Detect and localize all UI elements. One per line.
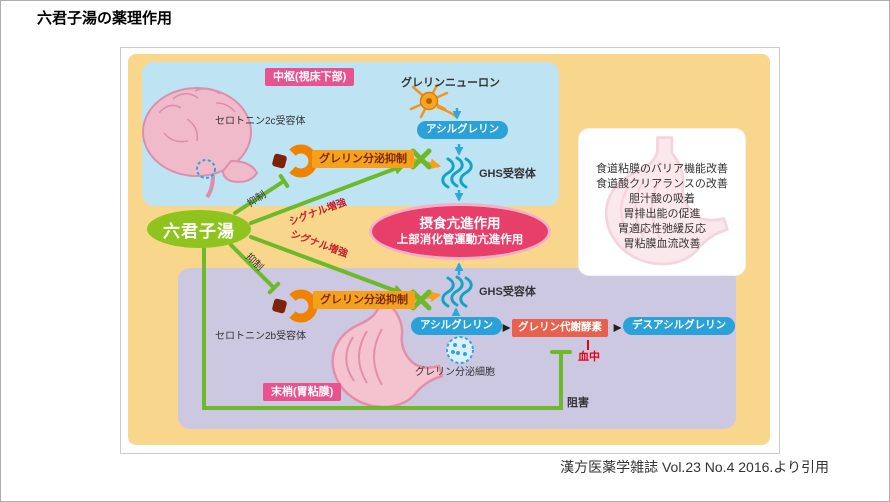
effect-line1: 摂食亢進作用: [419, 216, 501, 232]
stomach-faint-icon: [604, 136, 729, 266]
effects-item: 胃粘膜血流改善: [623, 238, 701, 250]
effects-item: 胃排出能の促進: [623, 208, 701, 220]
block-label: 阻害: [567, 397, 589, 409]
ghs-receptor-label-top: GHS受容体: [479, 168, 536, 180]
peripheral-region: [178, 268, 736, 429]
effects-item: 食道酸クリアランスの改善: [596, 178, 728, 190]
ghrelin-neuron-label: グレリンニューロン: [401, 77, 500, 89]
central-region-label: 中枢(視床下部): [265, 68, 355, 87]
page-title: 六君子湯の薬理作用: [37, 10, 173, 27]
effect-node: 摂食亢進作用 上部消化管運動亢進作用: [369, 203, 551, 260]
secreting-cell-label: グレリン分泌細胞: [415, 367, 495, 378]
serotonin-2c-label: セロトニン2c受容体: [215, 116, 306, 127]
rikkunshito-node: 六君子湯: [147, 210, 251, 248]
peripheral-region-label: 末梢(胃粘膜): [263, 383, 342, 402]
clinical-effects-list: 食道粘膜のバリア機能改善 食道酸クリアランスの改善 胆汁酸の吸着 胃排出能の促進…: [579, 129, 745, 252]
suppression-box-bottom: グレリン分泌抑制: [313, 291, 415, 310]
effects-item: 食道粘膜のバリア機能改善: [596, 163, 728, 175]
serotonin-2b-label: セロトニン2b受容体: [215, 331, 307, 342]
acyl-ghrelin-pill-bottom: アシルグレリン: [411, 317, 503, 335]
effect-line2: 上部消化管運動亢進作用: [396, 233, 524, 246]
blood-label: 血中: [578, 351, 600, 363]
effects-item: 胃適応性弛緩反応: [618, 223, 706, 235]
suppression-box-top: グレリン分泌抑制: [312, 150, 414, 169]
ghrelin-enzyme-box: グレリン代謝酵素: [512, 319, 608, 337]
desacyl-ghrelin-pill: デスアシルグレリン: [623, 317, 736, 335]
clinical-effects-box: 食道粘膜のバリア機能改善 食道酸クリアランスの改善 胆汁酸の吸着 胃排出能の促進…: [579, 129, 745, 275]
source-citation: 漢方医薬学雑誌 Vol.23 No.4 2016.より引用: [560, 459, 829, 475]
acyl-ghrelin-pill-top: アシルグレリン: [417, 121, 509, 139]
ghs-receptor-label-bottom: GHS受容体: [479, 286, 536, 298]
effects-item: 胆汁酸の吸着: [629, 193, 695, 205]
